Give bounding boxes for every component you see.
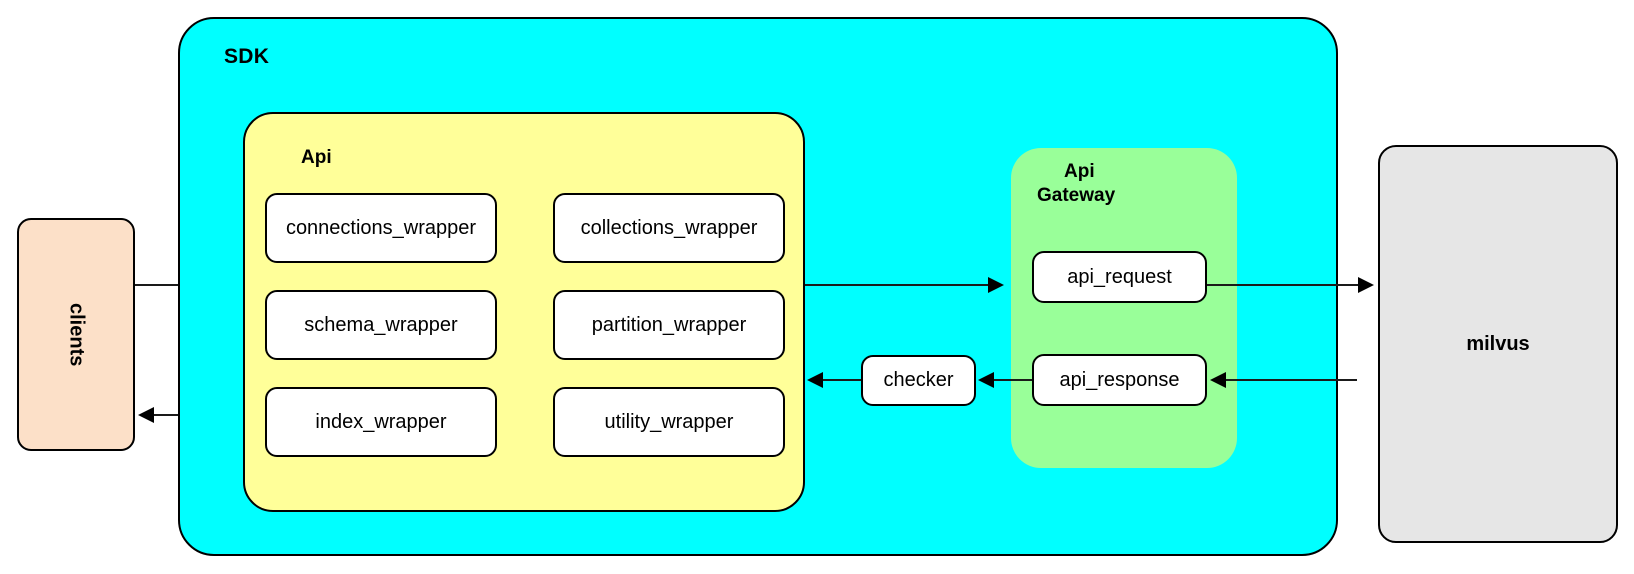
- arrowhead-left-icon: [978, 372, 994, 388]
- api-gateway-container[interactable]: Api Gateway: [1011, 148, 1237, 468]
- milvus-node[interactable]: milvus: [1378, 145, 1618, 543]
- node-api-request[interactable]: api_request: [1032, 251, 1207, 303]
- module-label: utility_wrapper: [604, 410, 734, 433]
- node-label: api_request: [1067, 265, 1172, 288]
- api-gateway-title: Api Gateway: [1037, 160, 1115, 209]
- sdk-title: SDK: [224, 45, 270, 68]
- connector-line: [805, 284, 988, 286]
- module-collections-wrapper[interactable]: collections_wrapper: [553, 193, 785, 263]
- module-partition-wrapper[interactable]: partition_wrapper: [553, 290, 785, 360]
- api-gateway-title-line1: Api: [1064, 161, 1095, 182]
- milvus-label: milvus: [1466, 332, 1530, 355]
- arrowhead-right-icon: [988, 277, 1004, 293]
- module-label: connections_wrapper: [285, 216, 477, 239]
- module-connections-wrapper[interactable]: connections_wrapper: [265, 193, 497, 263]
- node-api-response[interactable]: api_response: [1032, 354, 1207, 406]
- module-label: schema_wrapper: [304, 313, 458, 336]
- module-label: index_wrapper: [315, 410, 447, 433]
- api-wrapper-title-line1: Api: [301, 147, 332, 169]
- module-schema-wrapper[interactable]: schema_wrapper: [265, 290, 497, 360]
- clients-label: clients: [65, 302, 88, 367]
- arrowhead-right-icon: [1358, 277, 1374, 293]
- clients-node[interactable]: clients: [17, 218, 135, 451]
- module-label: partition_wrapper: [591, 313, 747, 336]
- node-label: api_response: [1059, 368, 1180, 391]
- connector-line: [1207, 284, 1358, 286]
- connector-line: [823, 379, 861, 381]
- arrowhead-left-icon: [807, 372, 823, 388]
- checker-node[interactable]: checker: [861, 355, 976, 406]
- module-label: collections_wrapper: [580, 216, 758, 239]
- connector-line: [992, 379, 1032, 381]
- arrowhead-left-icon: [138, 407, 154, 423]
- arrowhead-left-icon: [1210, 372, 1226, 388]
- checker-label: checker: [883, 369, 954, 391]
- module-utility-wrapper[interactable]: utility_wrapper: [553, 387, 785, 457]
- connector-line: [1224, 379, 1357, 381]
- module-index-wrapper[interactable]: index_wrapper: [265, 387, 497, 457]
- api-gateway-title-line2: Gateway: [1037, 185, 1116, 207]
